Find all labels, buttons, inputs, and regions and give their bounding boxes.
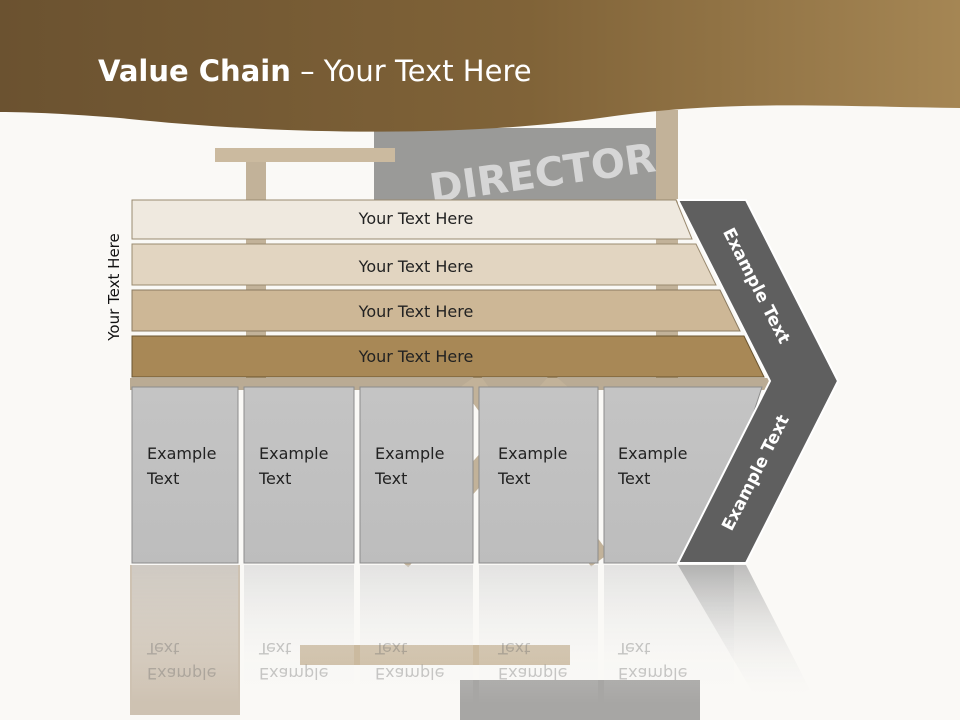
reflection-line2: Text bbox=[498, 639, 531, 658]
chevron-arrow bbox=[676, 199, 840, 564]
column-2-line1: Example bbox=[259, 444, 329, 463]
bar-2 bbox=[131, 243, 717, 286]
bar-4 bbox=[131, 335, 765, 378]
reflection-line1: Example bbox=[498, 664, 568, 683]
column-4-line1: Example bbox=[498, 444, 568, 463]
page-title: Value Chain – Your Text Here bbox=[98, 54, 532, 88]
column-1 bbox=[131, 386, 239, 564]
column-4 bbox=[478, 386, 599, 564]
column-3 bbox=[359, 386, 474, 564]
column-2-line2: Text bbox=[259, 469, 292, 488]
reflection-line2: Text bbox=[618, 639, 651, 658]
reflection-line2: Text bbox=[375, 639, 408, 658]
column-2-label: Example Text bbox=[259, 441, 359, 491]
bar-1-label: Your Text Here bbox=[358, 209, 474, 228]
chevron-reflection bbox=[678, 565, 810, 705]
column-3-reflection bbox=[360, 565, 473, 705]
column-4-line2: Text bbox=[498, 469, 531, 488]
column-5-label: Example Text bbox=[618, 441, 718, 491]
reflection-line1: Example bbox=[259, 664, 329, 683]
header-band bbox=[0, 0, 960, 132]
column-1-line2: Text bbox=[147, 469, 180, 488]
column-4-reflection bbox=[479, 565, 598, 705]
column-3-line2: Text bbox=[375, 469, 408, 488]
column-2 bbox=[243, 386, 355, 564]
column-1-reflection-text: Example Text bbox=[147, 636, 247, 686]
column-3-line1: Example bbox=[375, 444, 445, 463]
reflection-line2: Text bbox=[147, 639, 180, 658]
column-1-line1: Example bbox=[147, 444, 217, 463]
bar-1 bbox=[131, 199, 693, 240]
side-label: Your Text Here bbox=[105, 233, 123, 341]
reflection-line1: Example bbox=[618, 664, 688, 683]
column-4-label: Example Text bbox=[498, 441, 598, 491]
column-2-reflection bbox=[244, 565, 354, 705]
column-5-line1: Example bbox=[618, 444, 688, 463]
chair-armrest bbox=[215, 148, 395, 162]
bar-3 bbox=[131, 289, 741, 332]
column-1-reflection bbox=[132, 565, 238, 705]
page-title-rest: – Your Text Here bbox=[290, 54, 532, 88]
column-1-label: Example Text bbox=[147, 441, 247, 491]
column-2-reflection-text: Example Text bbox=[259, 636, 359, 686]
reflection-line1: Example bbox=[147, 664, 217, 683]
bar-2-label: Your Text Here bbox=[358, 257, 474, 276]
reflection-line1: Example bbox=[375, 664, 445, 683]
column-3-label: Example Text bbox=[375, 441, 475, 491]
bar-3-label: Your Text Here bbox=[358, 302, 474, 321]
page-title-bold: Value Chain bbox=[98, 54, 291, 88]
column-5-reflection-text: Example Text bbox=[618, 636, 718, 686]
column-4-reflection-text: Example Text bbox=[498, 636, 598, 686]
column-5-line2: Text bbox=[618, 469, 651, 488]
reflection-line2: Text bbox=[259, 639, 292, 658]
column-3-reflection-text: Example Text bbox=[375, 636, 475, 686]
bar-4-label: Your Text Here bbox=[358, 347, 474, 366]
